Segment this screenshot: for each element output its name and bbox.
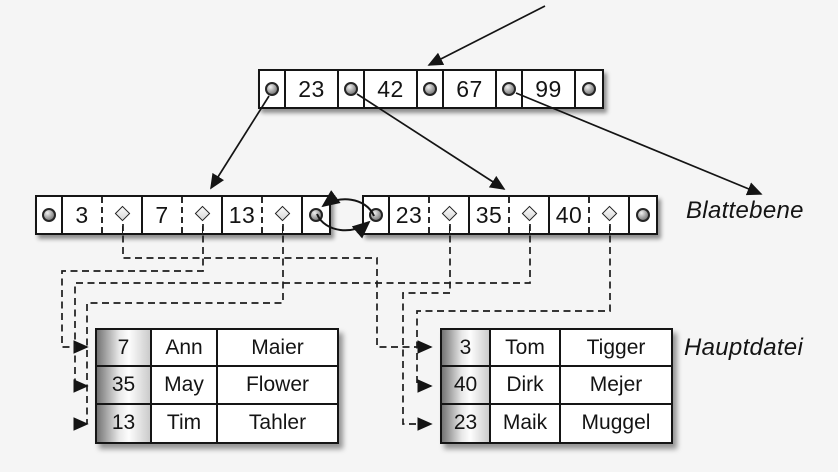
pointer-circle-icon [265, 82, 279, 96]
record-firstname-cell: Dirk [491, 367, 561, 403]
root-key: 67 [456, 75, 483, 102]
root-key: 99 [535, 75, 562, 102]
pointer-cell [260, 71, 286, 107]
root-key-cell: 42 [365, 71, 418, 107]
leaf-node-right: 23 35 40 [362, 195, 658, 235]
table-row: 35 May Flower [97, 367, 337, 405]
diamond-pin [122, 226, 123, 235]
leaf-key-cell: 23 [390, 197, 430, 233]
pointer-cell [37, 197, 63, 233]
record-ref-cell [263, 197, 303, 235]
leaf-key-cell: 40 [550, 197, 590, 233]
record-ref-cell [430, 197, 470, 235]
main-file-label: Hauptdatei [684, 334, 804, 361]
record-key-cell: 23 [442, 404, 491, 442]
pointer-circle-icon [423, 82, 437, 96]
diamond-pin [202, 226, 203, 235]
leaf-key: 13 [228, 201, 256, 228]
record-firstname-cell: Tim [152, 404, 218, 442]
record-ref-diamond-icon [441, 205, 457, 221]
table-row: 23 Maik Muggel [442, 404, 671, 442]
arrow-into-root [427, 5, 546, 66]
pointer-circle-icon [582, 82, 596, 96]
diamond-pin [449, 226, 450, 235]
record-ref-diamond-icon [114, 205, 130, 221]
table-row: 13 Tim Tahler [97, 404, 337, 442]
pointer-cell [364, 197, 390, 233]
table-row: 3 Tom Tigger [442, 330, 671, 368]
record-firstname-cell: May [152, 367, 218, 403]
record-lastname-cell: Muggel [581, 411, 651, 435]
record-ref-cell [510, 197, 550, 235]
pointer-circle-icon [369, 208, 383, 222]
record-lastname-cell: Tahler [248, 411, 307, 435]
leaf-key: 3 [75, 201, 89, 228]
root-key: 23 [298, 75, 325, 102]
pointer-cell [303, 197, 329, 233]
record-key-cell: 13 [97, 404, 152, 442]
pointer-circle-icon [344, 82, 358, 96]
diamond-pin [282, 226, 283, 235]
pointer-cell [497, 71, 523, 107]
pointer-cell [418, 71, 444, 107]
root-key-cell: 99 [523, 71, 576, 107]
pointer-cell [339, 71, 365, 107]
root-node: 23 42 67 99 [258, 69, 604, 109]
record-lastname-cell: Maier [251, 335, 304, 359]
record-key-cell: 7 [97, 330, 152, 366]
record-key-cell: 35 [97, 367, 152, 403]
main-file-table-right: 3 Tom Tigger 40 Dirk Mejer 23 Maik Mugge… [440, 328, 673, 444]
leaf-node-left: 3 7 13 [35, 195, 331, 235]
leaf-key-cell: 7 [143, 197, 183, 233]
record-key-cell: 40 [442, 367, 491, 403]
leaf-key: 23 [395, 201, 423, 228]
pointer-circle-icon [42, 208, 56, 222]
leaf-key: 40 [555, 201, 583, 228]
leaf-key: 7 [155, 201, 169, 228]
record-ref-cell [590, 197, 630, 235]
arrow-root-to-left-leaf [210, 95, 270, 190]
leaf-key-cell: 13 [223, 197, 263, 233]
record-ref-diamond-icon [194, 205, 210, 221]
leaf-key-cell: 3 [63, 197, 103, 233]
leaf-key-cell: 35 [470, 197, 510, 233]
record-ref-cell [103, 197, 143, 235]
record-ref-cell [183, 197, 223, 235]
table-row: 40 Dirk Mejer [442, 367, 671, 405]
record-ref-diamond-icon [601, 205, 617, 221]
root-key: 42 [377, 75, 404, 102]
pointer-circle-icon [636, 208, 650, 222]
record-key-cell: 3 [442, 330, 491, 366]
record-lastname-cell: Tigger [586, 335, 646, 359]
record-firstname-cell: Maik [491, 404, 561, 442]
record-lastname-cell: Flower [245, 372, 309, 396]
record-firstname-cell: Tom [491, 330, 561, 366]
table-row: 7 Ann Maier [97, 330, 337, 368]
pointer-cell [576, 71, 602, 107]
root-key-cell: 23 [286, 71, 339, 107]
record-ref-diamond-icon [274, 205, 290, 221]
pointer-cell [630, 197, 656, 233]
record-firstname-cell: Ann [152, 330, 218, 366]
pointer-circle-icon [309, 208, 323, 222]
leaf-key: 35 [475, 201, 503, 228]
root-key-cell: 67 [444, 71, 497, 107]
record-ref-diamond-icon [521, 205, 537, 221]
leaf-level-label: Blattebene [686, 197, 804, 224]
record-lastname-cell: Mejer [589, 372, 643, 396]
pointer-circle-icon [502, 82, 516, 96]
diamond-pin [529, 226, 530, 235]
diamond-pin [609, 226, 610, 235]
main-file-table-left: 7 Ann Maier 35 May Flower 13 Tim Tahler [95, 328, 339, 444]
